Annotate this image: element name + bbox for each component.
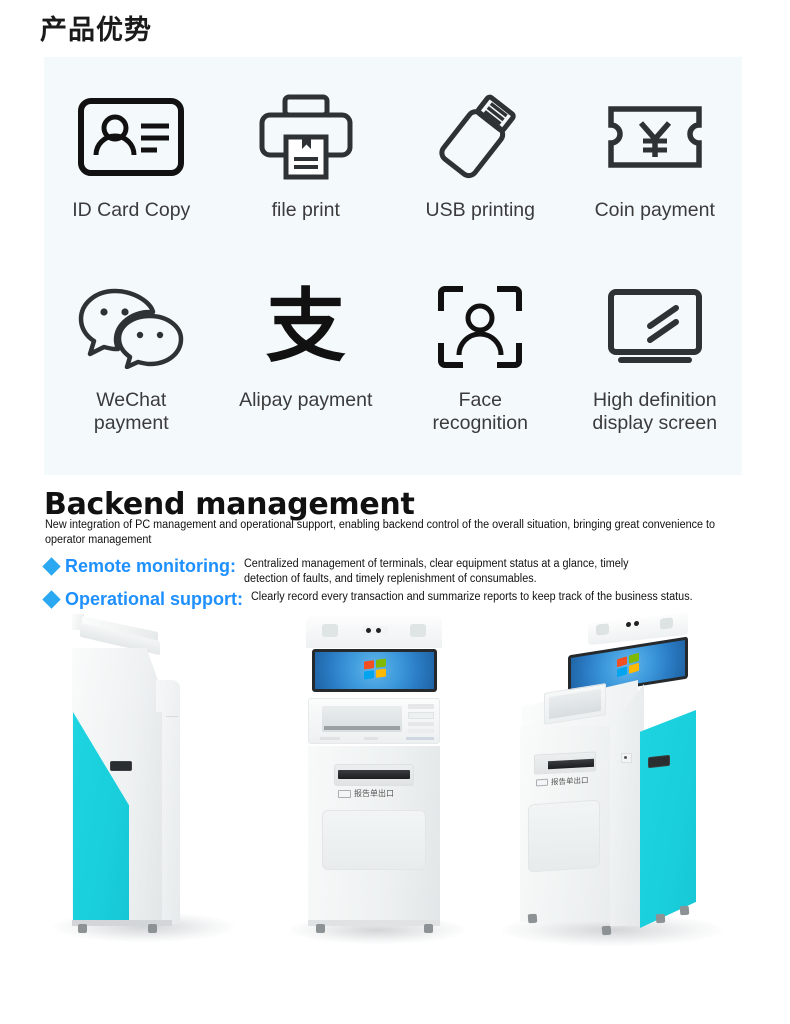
wechat-icon [75,275,187,379]
bullet-heading: Operational support: [65,589,244,609]
kiosk-touchscreen[interactable] [312,649,437,692]
kiosk-camera-right-icon [660,617,673,630]
kiosk-front-view: 报告单出口 [290,616,465,946]
feature-label: Coin payment [594,199,715,221]
bullet-heading: Remote monitoring: [65,556,236,576]
bullet-remote-monitoring: Remote monitoring: Centralized managemen… [42,556,775,587]
kiosk-camera-left-icon [596,623,609,636]
diamond-bullet-icon [42,557,61,576]
backend-management-description: New integration of PC management and ope… [45,519,716,546]
features-row-1: ID Card Copy file print [44,85,742,222]
kiosk-handle-slot [648,754,670,769]
feature-label: Face recognition [432,389,528,434]
feature-label: USB printing [425,199,535,221]
feature-face-recognition[interactable]: Face recognition [393,275,568,434]
id-card-icon [77,85,185,189]
windows-logo-icon [363,658,386,680]
receipt-out-icon [536,778,548,787]
alipay-icon: 支 [266,275,346,379]
features-panel: ID Card Copy file print [44,57,742,475]
features-row-2: WeChat payment 支 Alipay payment [44,275,742,434]
kiosk-camera-left-icon [322,624,338,637]
feature-label: ID Card Copy [72,199,191,221]
receipt-out-icon [338,790,351,798]
kiosk-caption: 报告单出口 [551,775,589,787]
feature-wechat-payment[interactable]: WeChat payment [44,275,219,434]
feature-label: WeChat payment [93,389,169,434]
printer-icon [258,85,354,189]
kiosk-receipt-slot[interactable] [338,770,410,779]
kiosk-photo-group: 报告单出口 [0,612,790,972]
feature-alipay-payment[interactable]: 支 Alipay payment [219,275,394,434]
kiosk-cyan-panel [640,710,696,928]
bullet-text: Centralized management of terminals, cle… [244,558,629,585]
feature-coin-payment[interactable]: Coin payment [568,85,743,222]
backend-management-title: Backend management [44,487,415,522]
kiosk-side-view [54,612,234,942]
coin-ticket-yen-icon [605,85,705,189]
feature-id-card-copy[interactable]: ID Card Copy [44,85,219,222]
windows-logo-icon [617,652,639,678]
feature-label: Alipay payment [239,389,373,411]
feature-hd-display[interactable]: High definition display screen [568,275,743,434]
feature-file-print[interactable]: file print [219,85,394,222]
kiosk-camera-right-icon [410,624,426,637]
kiosk-angle-view: 报告单出口 [502,612,722,946]
hd-display-icon [606,275,704,379]
usb-drive-icon [436,85,524,189]
alipay-glyph: 支 [265,280,346,373]
feature-usb-printing[interactable]: USB printing [393,85,568,222]
kiosk-handle-slot [110,761,132,771]
kiosk-access-door[interactable] [528,799,600,873]
kiosk-access-door[interactable] [322,810,426,870]
feature-label: High definition display screen [592,389,718,434]
face-recognition-icon [437,275,523,379]
bullet-text: Clearly record every transaction and sum… [251,591,693,603]
diamond-bullet-icon [42,590,61,609]
page-title: 产品优势 [40,15,152,46]
bullet-operational-support: Operational support: Clearly record ever… [42,589,775,610]
kiosk-caption: 报告单出口 [354,789,394,798]
feature-label: file print [271,199,340,221]
